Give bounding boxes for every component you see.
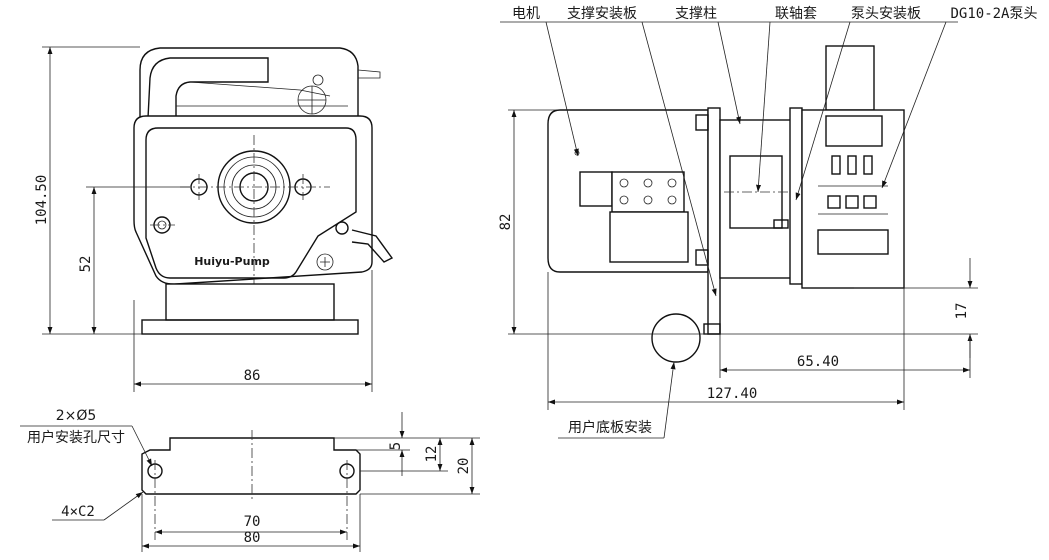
callout-support-column: 支撑柱 — [675, 6, 717, 22]
pump-mount-plate — [789, 107, 803, 285]
dim-20: 20 — [456, 458, 472, 475]
dim-height-center: 52 — [78, 256, 94, 273]
base-install-circle — [651, 313, 701, 363]
brand-label: Huiyu-Pump — [194, 255, 270, 268]
dim-127: 127.40 — [707, 386, 758, 402]
callout-motor: 电机 — [512, 6, 540, 22]
terminal-block — [611, 171, 685, 213]
dim-65: 65.40 — [797, 354, 839, 370]
base-install-label: 用户底板安装 — [568, 419, 652, 436]
front-view: Huiyu-Pump 104.50 52 86 — [34, 46, 394, 392]
pump-head — [825, 45, 875, 111]
front-base — [165, 283, 335, 321]
front-plate — [145, 127, 357, 279]
dim-width: 86 — [244, 368, 261, 384]
callout-coupling: 联轴套 — [775, 6, 817, 22]
bottom-view: 2×Ø5 用户安装孔尺寸 4×C2 70 80 5 12 20 — [20, 408, 480, 552]
dim-17: 17 — [954, 303, 970, 320]
hole-label-1: 2×Ø5 — [56, 408, 97, 424]
side-view: 电机 支撑安装板 支撑柱 联轴套 泵头安装板 DG10-2A泵头 82 17 6… — [498, 6, 1038, 439]
base-plate — [141, 437, 361, 495]
callout-support-plate: 支撑安装板 — [567, 6, 637, 22]
hole-label-2: 用户安装孔尺寸 — [27, 429, 125, 446]
callout-pump-head: DG10-2A泵头 — [950, 6, 1037, 22]
chamfer-label: 4×C2 — [61, 504, 95, 520]
dim-82: 82 — [498, 214, 514, 231]
support-plate — [707, 107, 721, 335]
dim-height-total: 104.50 — [34, 175, 50, 226]
dim-5: 5 — [388, 442, 404, 450]
dim-12: 12 — [424, 446, 440, 463]
dim-hole-spacing: 70 — [244, 514, 261, 530]
callout-pump-plate: 泵头安装板 — [851, 6, 921, 22]
dim-base-width: 80 — [244, 530, 261, 546]
pump-body — [133, 115, 373, 285]
